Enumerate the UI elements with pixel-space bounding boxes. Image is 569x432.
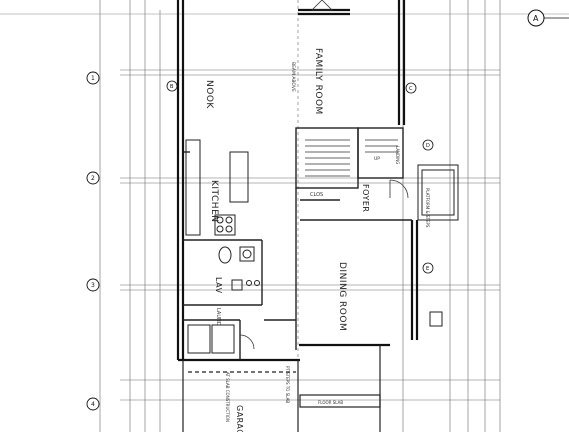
platform-steps-note: PLATFORM & STEPS [425, 188, 430, 228]
grid-bubble-c: C [409, 86, 413, 92]
grid-bubbles-interior [166, 80, 434, 274]
grid-bubble-b: B [170, 84, 174, 90]
closet-label: CLOS [310, 192, 323, 198]
family-room-label: FAMILY ROOM [313, 48, 323, 115]
grid-bubble-1: 1 [91, 75, 95, 82]
grid-bubble-e: E [426, 266, 429, 272]
door-swings [239, 0, 409, 350]
interior-walls [183, 127, 412, 360]
grid-bubble-d: D [426, 143, 430, 149]
kitchen-island [229, 151, 249, 203]
garage-label: GARAGE [235, 405, 244, 432]
grid-bubble-a: A [533, 14, 539, 23]
exterior-walls [176, 0, 419, 362]
foyer-label: FOYER [361, 184, 370, 212]
slab-note: AT SLAB CONSTRUCTION [225, 372, 230, 422]
lav-fixtures [187, 246, 260, 354]
grid-bubble-2: 2 [91, 175, 95, 182]
laund-label: LAUND [215, 308, 221, 326]
nook-label: NOOK [204, 80, 214, 109]
kitchen-label: KITCHEN [209, 180, 219, 223]
stairs [305, 139, 398, 177]
grid-bubble-3: 3 [91, 282, 95, 289]
stairs-up-note: UP [374, 156, 380, 162]
garage [182, 345, 381, 432]
grid-bubble-4: 4 [91, 401, 95, 408]
landing-note: LANDING [395, 146, 400, 164]
floor-slab-note: FLOOR SLAB [318, 400, 343, 405]
grid-bubbles-left [86, 71, 100, 411]
lav-label: LAV [214, 277, 223, 294]
dining-room-label: DINING ROOM [337, 262, 347, 331]
kitchen-fixtures [185, 139, 249, 236]
steps-note: PT STEPS TO SLAB [285, 366, 290, 403]
entry-platform [417, 164, 459, 327]
beam-above-note: BEAM ABOVE [290, 62, 296, 92]
